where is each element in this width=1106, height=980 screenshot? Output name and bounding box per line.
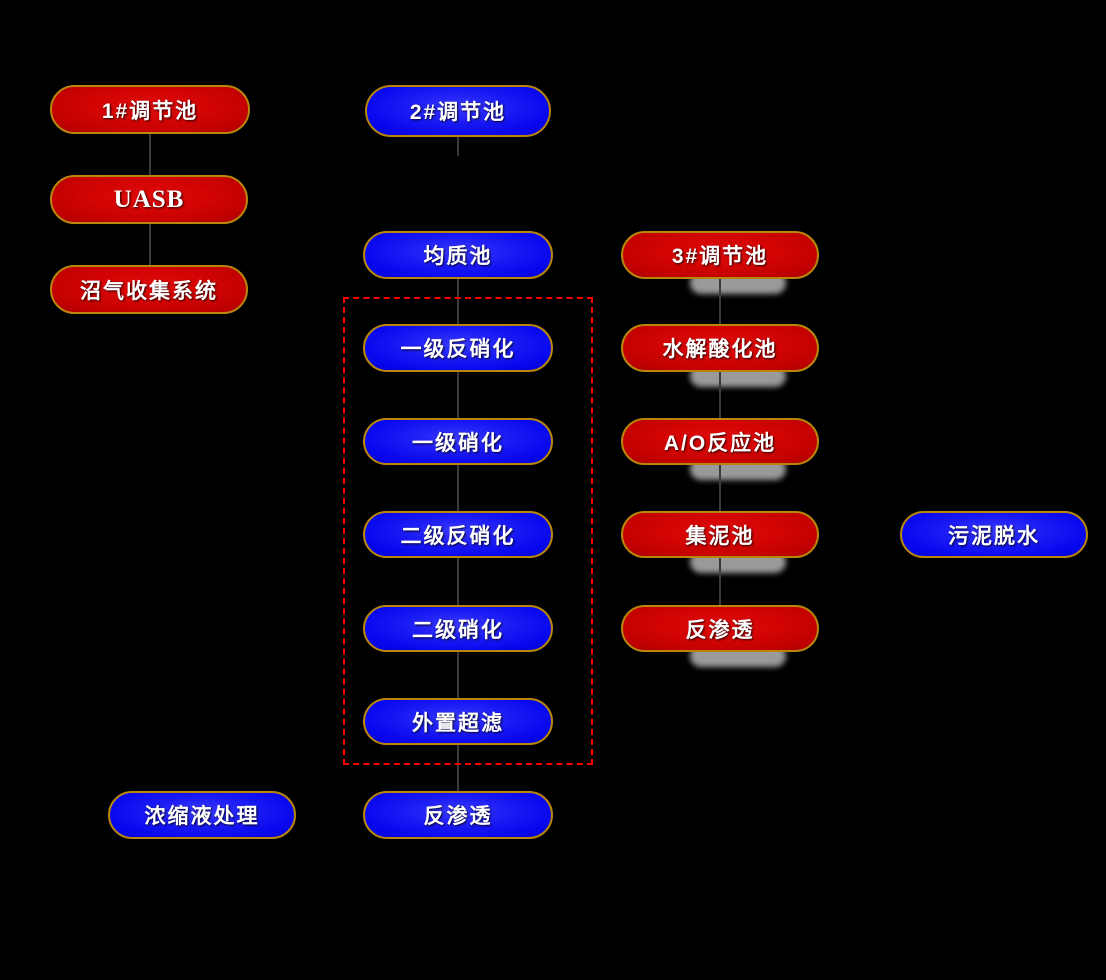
- process-node-label: 集泥池: [685, 524, 755, 548]
- process-node-label: A/O反应池: [663, 431, 777, 455]
- connector-line: [719, 558, 721, 605]
- process-node-n1[interactable]: 1#调节池: [50, 85, 250, 134]
- process-node-label: 二级硝化: [412, 618, 504, 642]
- process-node-n15[interactable]: A/O反应池: [621, 418, 819, 465]
- connector-line: [149, 133, 151, 176]
- process-node-n3[interactable]: 沼气收集系统: [50, 265, 248, 314]
- connector-line: [457, 558, 459, 605]
- connector-line: [719, 372, 721, 418]
- process-node-label: 1#调节池: [101, 99, 199, 123]
- connector-line: [457, 745, 459, 791]
- process-node-n11[interactable]: 外置超滤: [363, 698, 553, 745]
- connector-line: [719, 279, 721, 324]
- process-node-label: 污泥脱水: [948, 524, 1040, 548]
- process-node-n6[interactable]: 均质池: [363, 231, 553, 279]
- connector-line: [457, 372, 459, 418]
- process-node-n8[interactable]: 一级硝化: [363, 418, 553, 465]
- connector-line: [457, 465, 459, 511]
- process-node-label: 反渗透: [685, 618, 755, 642]
- connector-line: [149, 223, 151, 266]
- process-node-label: 浓缩液处理: [144, 805, 260, 828]
- process-node-n17[interactable]: 反渗透: [621, 605, 819, 652]
- process-node-label: UASB: [113, 185, 185, 213]
- process-node-n18[interactable]: 污泥脱水: [900, 511, 1088, 558]
- process-node-n13[interactable]: 3#调节池: [621, 231, 819, 279]
- process-node-label: 一级硝化: [412, 431, 504, 455]
- connector-line: [457, 136, 459, 156]
- process-node-label: 3#调节池: [671, 245, 769, 268]
- process-node-label: 反渗透: [423, 805, 493, 828]
- process-node-n10[interactable]: 二级硝化: [363, 605, 553, 652]
- process-node-label: 水解酸化池: [662, 338, 778, 361]
- process-node-label: 沼气收集系统: [80, 279, 218, 303]
- process-node-label: 2#调节池: [409, 101, 507, 124]
- process-node-n5[interactable]: 2#调节池: [365, 85, 551, 137]
- connector-line: [719, 465, 721, 511]
- process-node-label: 外置超滤: [412, 711, 504, 735]
- process-node-n12[interactable]: 反渗透: [363, 791, 553, 839]
- process-node-n16[interactable]: 集泥池: [621, 511, 819, 558]
- process-node-label: 一级反硝化: [400, 338, 516, 361]
- process-node-label: 均质池: [423, 245, 493, 268]
- connector-line: [457, 279, 459, 325]
- process-node-n4[interactable]: 浓缩液处理: [108, 791, 296, 839]
- process-node-label: 二级反硝化: [400, 524, 516, 548]
- process-node-n7[interactable]: 一级反硝化: [363, 324, 553, 372]
- process-node-n14[interactable]: 水解酸化池: [621, 324, 819, 372]
- connector-line: [457, 652, 459, 698]
- process-node-n2[interactable]: UASB: [50, 175, 248, 224]
- group-frame-membrane-bioreactor: [343, 297, 593, 765]
- process-node-n9[interactable]: 二级反硝化: [363, 511, 553, 558]
